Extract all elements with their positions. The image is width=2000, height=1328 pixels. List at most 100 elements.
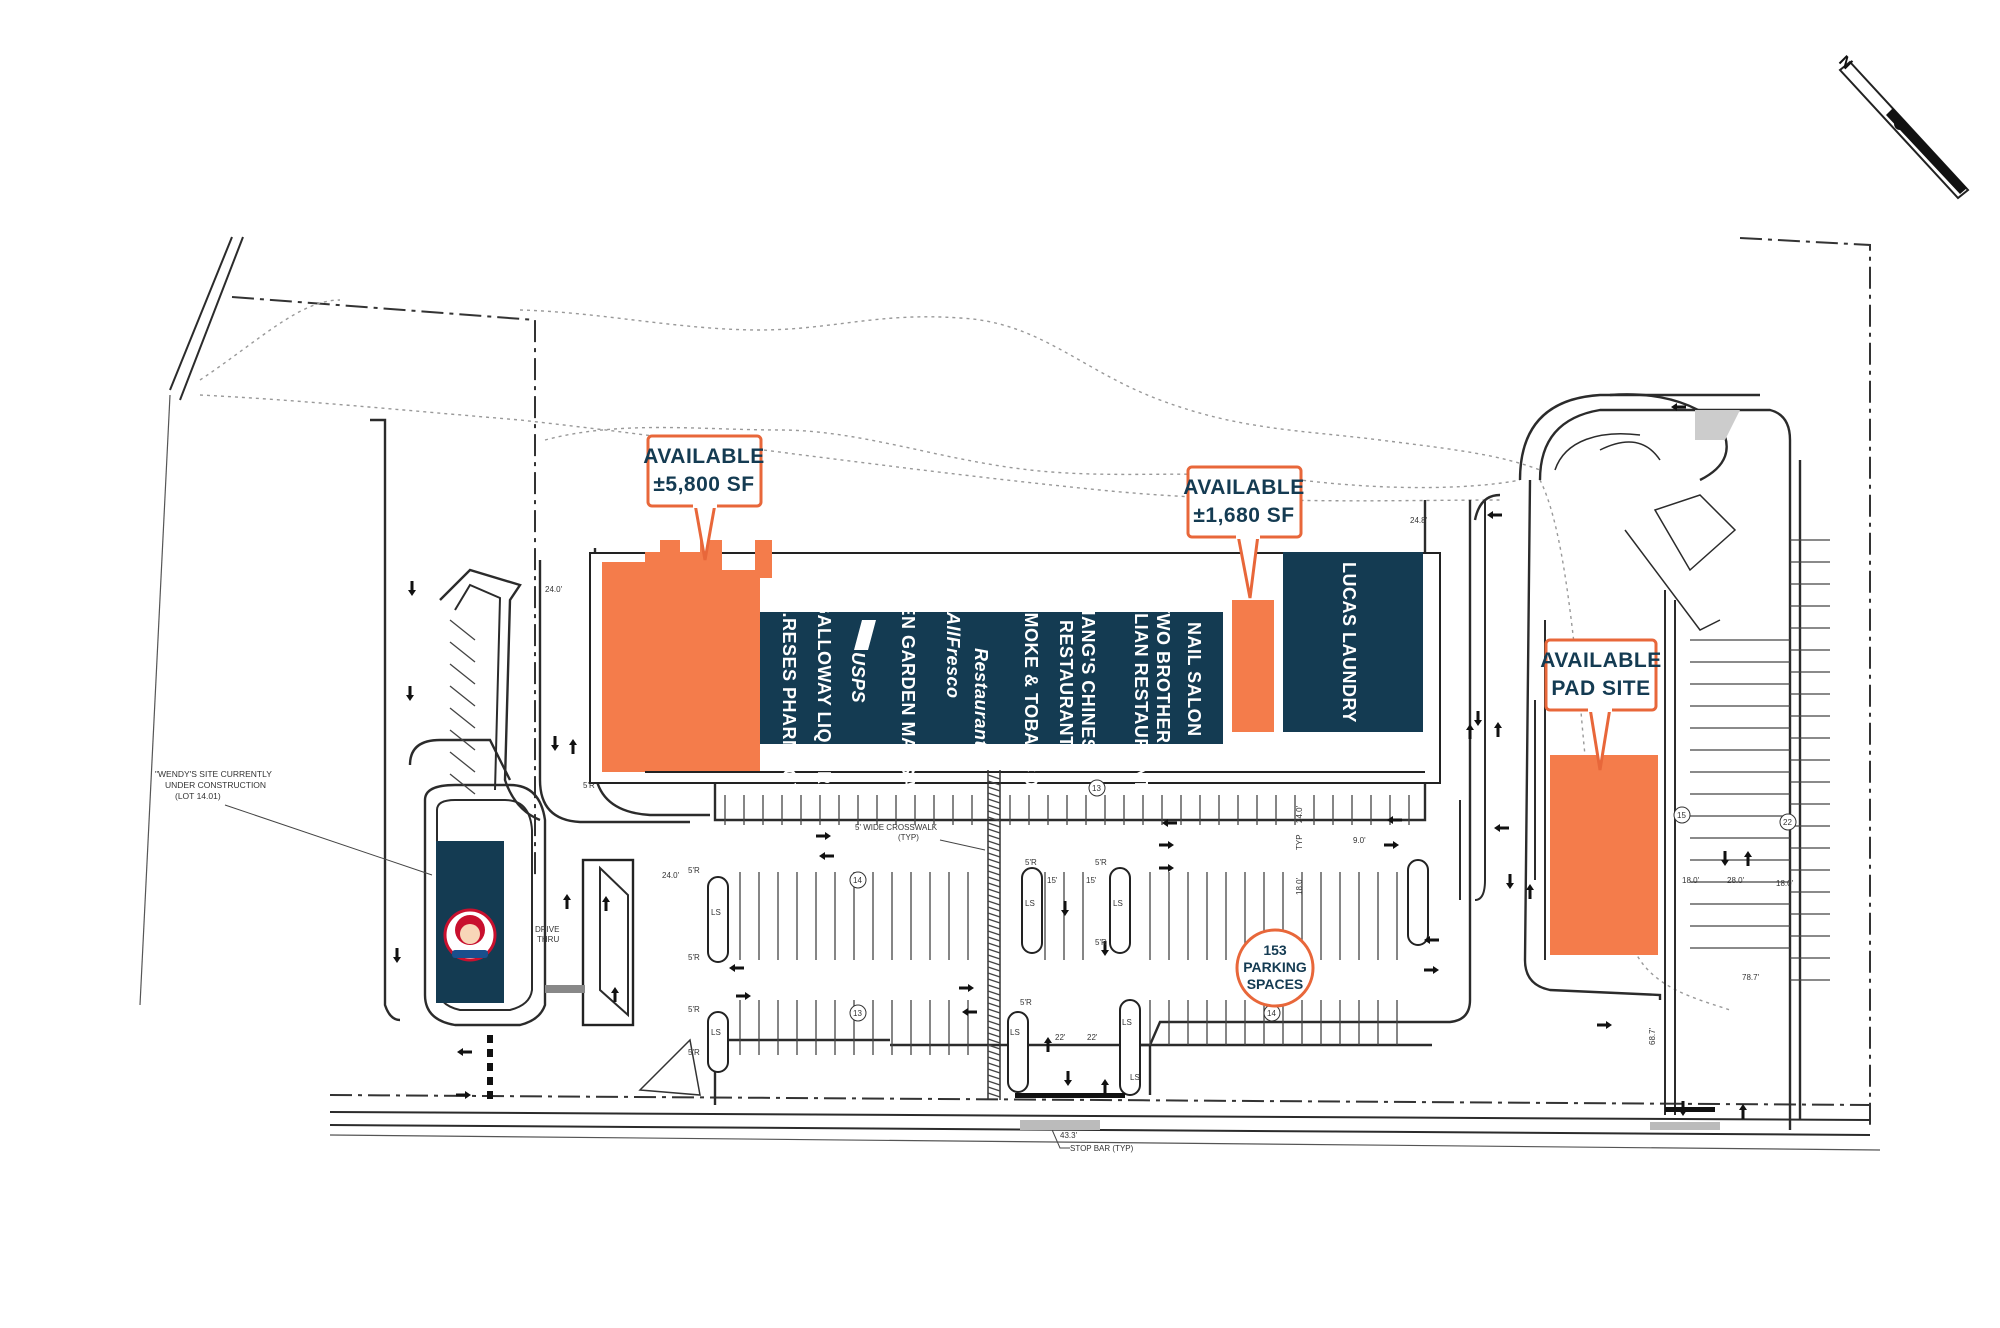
stall-count: 14 — [1267, 1009, 1276, 1018]
dim-label: 24.0' — [662, 871, 680, 880]
tenant-nail-salon: NAIL SALON — [1184, 622, 1204, 737]
crosswalk-stripe — [987, 1008, 1001, 1014]
crosswalk-stripe — [987, 1038, 1001, 1044]
dim-label: 43.3' — [1060, 1131, 1078, 1140]
traffic-arrow-icon — [602, 896, 610, 911]
parking-count-badge: 153 PARKING SPACES — [1235, 928, 1315, 1008]
crosswalk-stripe — [987, 984, 1001, 990]
traffic-arrow-icon — [563, 894, 571, 909]
traffic-arrow-icon — [959, 984, 974, 992]
traffic-arrow-icon — [1064, 1071, 1072, 1086]
wendys-note-line-3: (LOT 14.01) — [175, 791, 221, 801]
island-label: LS — [1113, 899, 1123, 908]
traffic-arrow-icon — [456, 1091, 471, 1099]
stall-line — [449, 729, 476, 751]
tenant-two-brothers-line-2: ITALIAN RESTAURANT — [1131, 584, 1151, 790]
parking-lot-curbs — [538, 393, 1802, 1130]
dim-label: 22' — [1055, 1033, 1066, 1042]
crosswalk-stripe — [987, 990, 1001, 996]
shopping-center — [589, 540, 1441, 784]
traffic-arrow-icon — [736, 992, 751, 1000]
crosswalk-stripe — [987, 882, 1001, 888]
stall-count: 13 — [853, 1009, 862, 1018]
crosswalk-stripe — [987, 1074, 1001, 1080]
crosswalk-stripe — [987, 900, 1001, 906]
tenant-sreses-pharmacy: S.RESES PHARMACY — [779, 600, 799, 795]
tenant-galloway-liquors: GALLOWAY LIQUORS — [814, 600, 834, 797]
dim-label: 68.7' — [1648, 1027, 1657, 1045]
crosswalk-stripe — [987, 1086, 1001, 1092]
traffic-arrow-icon — [1487, 511, 1502, 519]
traffic-arrow-icon — [1597, 1021, 1612, 1029]
tenant-smoke-tobacco: SMOKE & TOBACCO — [1021, 600, 1041, 787]
tenant-labels: S.RESES PHARMACY GALLOWAY LIQUORS USPS Z… — [779, 562, 1359, 816]
island-label: LS — [711, 1028, 721, 1037]
dim-label: 28.0' — [1727, 876, 1745, 885]
crosswalk: 5' WIDE CROSSWALK (TYP) — [855, 770, 1001, 1100]
stall-count-labels: 14 13 13 14 15 22 — [849, 779, 1797, 1022]
island-2 — [707, 1011, 729, 1073]
callout-1680-line-2: ±1,680 SF — [1193, 504, 1294, 527]
crosswalk-stripe — [987, 918, 1001, 924]
dim-label: 78.7' — [1742, 973, 1760, 982]
crosswalk-stripe — [987, 774, 1001, 780]
crosswalk-stripe — [987, 912, 1001, 918]
crosswalk-stripe — [987, 1020, 1001, 1026]
dim-label: 15' — [1086, 876, 1097, 885]
dim-label: 22' — [1087, 1033, 1098, 1042]
callout-available-1680[interactable]: AVAILABLE ±1,680 SF — [1183, 465, 1305, 599]
crosswalk-stripe — [987, 858, 1001, 864]
stop-bar-label: STOP BAR (TYP) — [1070, 1144, 1134, 1153]
island-label: LS — [1122, 1018, 1132, 1027]
wendys-logo-icon — [443, 908, 497, 962]
callout-5800-line-2: ±5,800 SF — [653, 473, 754, 496]
crosswalk-stripe — [987, 930, 1001, 936]
traffic-arrow-icon — [1159, 864, 1174, 872]
crosswalk-stripe — [987, 1032, 1001, 1038]
crosswalk-stripe — [987, 1068, 1001, 1074]
island-7 — [1407, 859, 1429, 946]
crosswalk-stripe — [987, 948, 1001, 954]
tenant-jiangs-line-1: JIANG'S CHINESE — [1078, 600, 1098, 764]
traffic-arrow-icon — [569, 739, 577, 754]
tenant-alfresco: AllFresco — [943, 611, 963, 699]
wendys-site: DRIVE THRU — [370, 418, 635, 1100]
crosswalk-stripe — [987, 1092, 1001, 1098]
crosswalk-stripe — [987, 942, 1001, 948]
traffic-arrow-icon — [393, 948, 401, 963]
available-pad-site-space — [1550, 755, 1658, 955]
radius-label: 5'R — [1025, 858, 1037, 867]
traffic-arrow-icon — [1101, 941, 1109, 956]
crosswalk-stripe — [987, 786, 1001, 792]
traffic-arrow-icon — [1101, 1079, 1109, 1094]
crosswalk-stripe — [987, 1062, 1001, 1068]
drive-thru-label-1: DRIVE — [535, 925, 559, 934]
crosswalk-stripe — [987, 852, 1001, 858]
stall-line — [449, 773, 476, 795]
traffic-arrow-icon — [1679, 1101, 1687, 1116]
island-3 — [1021, 867, 1043, 954]
parking-count-line-2: PARKING — [1243, 959, 1307, 975]
radius-label: 5'R — [688, 953, 700, 962]
traffic-arrow-icon — [408, 581, 416, 596]
crosswalk-stripe — [987, 906, 1001, 912]
crosswalk-stripe — [987, 954, 1001, 960]
available-5800-space — [602, 540, 772, 772]
crosswalk-stripe — [987, 798, 1001, 804]
callout-1680-line-1: AVAILABLE — [1183, 476, 1305, 499]
callout-available-5800[interactable]: AVAILABLE ±5,800 SF — [643, 434, 765, 561]
traffic-arrow-icon — [1061, 901, 1069, 916]
crosswalk-stripe — [987, 846, 1001, 852]
traffic-arrow-icon — [1506, 874, 1514, 889]
traffic-arrow-icon — [1671, 403, 1686, 411]
stall-line — [449, 751, 476, 773]
crosswalk-stripe — [987, 834, 1001, 840]
traffic-arrow-icon — [611, 987, 619, 1002]
tenant-usps: USPS — [848, 652, 868, 703]
traffic-arrow-icon — [1424, 936, 1439, 944]
traffic-arrow-icon — [1721, 851, 1729, 866]
crosswalk-stripe — [987, 1026, 1001, 1032]
available-1680-space — [1232, 600, 1274, 732]
callout-available-pad[interactable]: AVAILABLE PAD SITE — [1540, 638, 1662, 771]
traffic-arrow-icon — [1744, 851, 1752, 866]
